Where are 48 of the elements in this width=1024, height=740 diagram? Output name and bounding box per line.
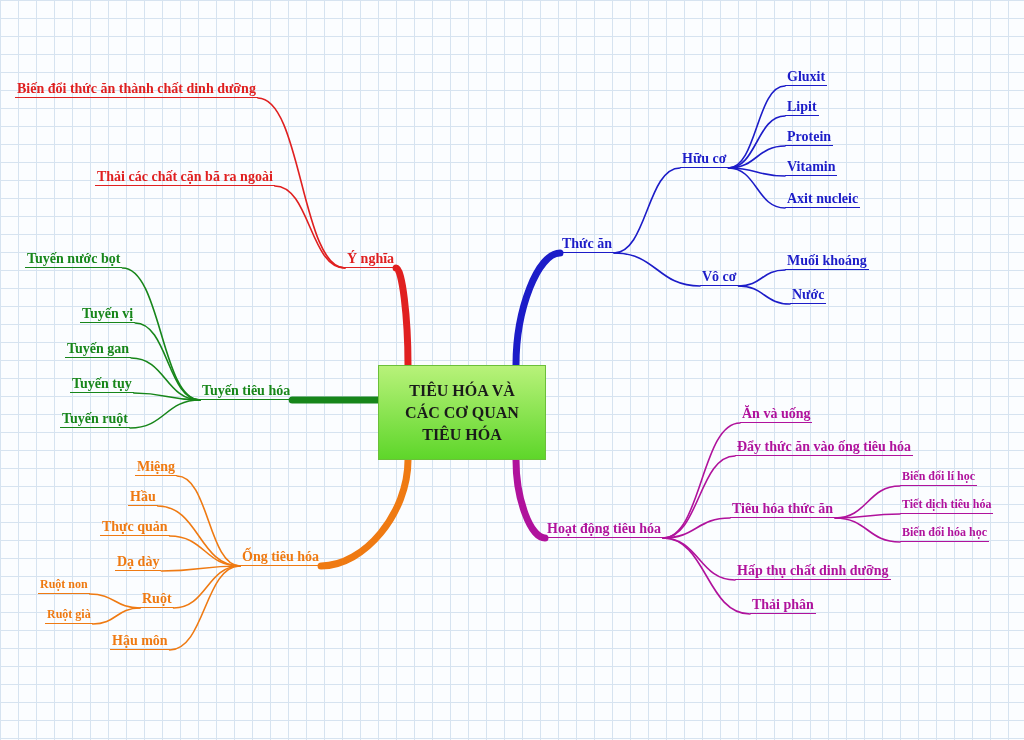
topic-label: Tuyến tụy [70,375,134,393]
topic-label: Hấp thụ chất dinh dưỡng [735,562,891,580]
topic-label: Muối khoáng [785,252,869,270]
topic-label: Thải các chất cặn bã ra ngoài [95,168,275,186]
topic-label: Tiêu hóa thức ăn [730,500,836,518]
topic-label: Vô cơ [700,268,739,286]
topic-label: Tuyến ruột [60,410,130,428]
topic-label: Ruột già [45,606,93,624]
topic-label: Thực quản [100,518,170,536]
branch-line [273,185,346,269]
topic-label: Thải phân [750,596,816,614]
topic-label: Ý nghĩa [345,250,397,268]
topic-label: Ống tiêu hóa [240,548,321,566]
topic-label: Hoạt động tiêu hóa [545,520,663,538]
topic-label: Protein [785,128,834,146]
topic-label: Tuyến nước bọt [25,250,123,268]
topic-label: Đẩy thức ăn vào ống tiêu hóa [735,438,914,456]
topic-label: Ruột non [38,576,90,594]
topic-label: Thức ăn [560,235,615,253]
topic-label: Axit nucleic [785,190,861,208]
topic-label: Miệng [135,458,178,476]
topic-label: Tuyến vị [80,305,136,323]
branch-line [613,252,701,287]
branch-line [168,565,241,651]
central-topic-box: TIÊU HÓA VÀ CÁC CƠ QUAN TIÊU HÓA [378,365,546,460]
branch-line [91,607,141,625]
branch-line [172,565,241,609]
topic-label: Tuyến gan [65,340,132,358]
topic-label: Ăn và uống [740,405,813,423]
topic-label: Nước [790,286,827,304]
branch-line [727,167,786,209]
topic-label: Lipit [785,98,819,116]
topic-label: Ruột [140,590,174,608]
topic-label: Hữu cơ [680,150,729,168]
branch-line [129,399,201,429]
topic-label: Tiết dịch tiêu hóa [900,496,994,514]
branch-line [834,517,901,543]
topic-label: Dạ dày [115,553,162,571]
topic-label: Gluxit [785,68,828,86]
branch-line [662,537,751,615]
topic-label: Biến đổi thức ăn thành chất dinh dưỡng [15,80,258,98]
topic-label: Vitamin [785,158,838,176]
topic-label: Hậu môn [110,632,170,650]
branch-line [737,285,791,305]
topic-label: Biến đổi hóa học [900,524,990,542]
topic-label: Hầu [128,488,158,506]
topic-label: Biến đổi lí học [900,468,977,486]
topic-label: Tuyến tiêu hóa [200,382,293,400]
